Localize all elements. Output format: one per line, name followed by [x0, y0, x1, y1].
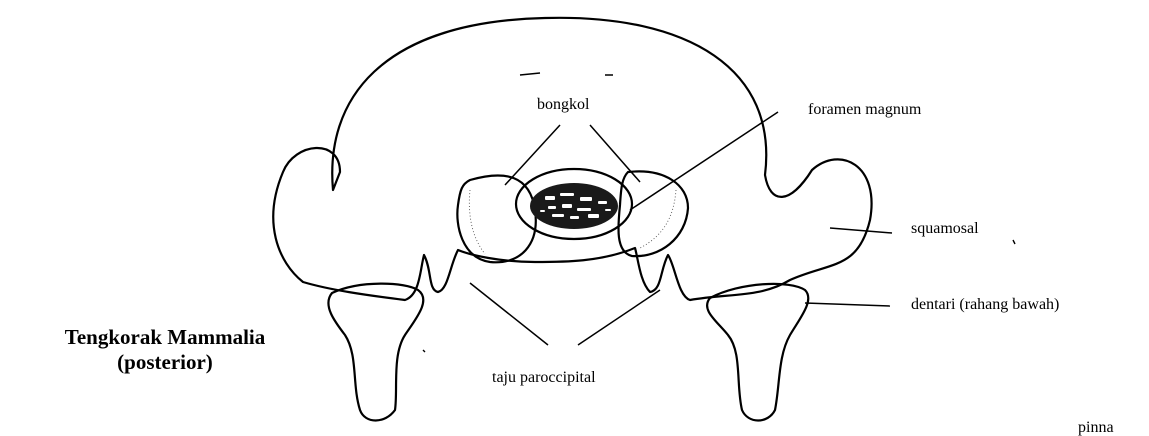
taju-leader-right — [578, 290, 660, 345]
label-foramen-magnum: foramen magnum — [808, 102, 921, 118]
left-condyle — [457, 175, 535, 262]
diagram-title: Tengkorak Mammalia (posterior) — [5, 325, 325, 375]
squamosal-leader — [830, 228, 892, 233]
right-condyle-hatch — [640, 190, 676, 248]
left-dentary — [328, 284, 423, 421]
label-cutoff-word: pinna — [1078, 420, 1114, 436]
label-squamosal: squamosal — [911, 221, 979, 237]
bongkol-leader-left — [505, 125, 560, 185]
dentari-leader — [805, 303, 890, 306]
foramen-magnum-leader — [630, 112, 778, 210]
right-dentary — [707, 284, 808, 421]
label-bongkol: bongkol — [537, 97, 589, 113]
bongkol-leader-right — [590, 125, 640, 182]
label-taju-paroccipital: taju paroccipital — [492, 370, 596, 386]
taju-leader-left — [470, 283, 548, 345]
diagram-title-line2: (posterior) — [5, 350, 325, 375]
label-dentari: dentari (rahang bawah) — [911, 297, 1059, 313]
left-condyle-hatch — [469, 190, 485, 254]
diagram-title-line1: Tengkorak Mammalia — [5, 325, 325, 350]
cranium-outline — [273, 18, 871, 300]
foramen-magnum-inner — [530, 183, 618, 229]
